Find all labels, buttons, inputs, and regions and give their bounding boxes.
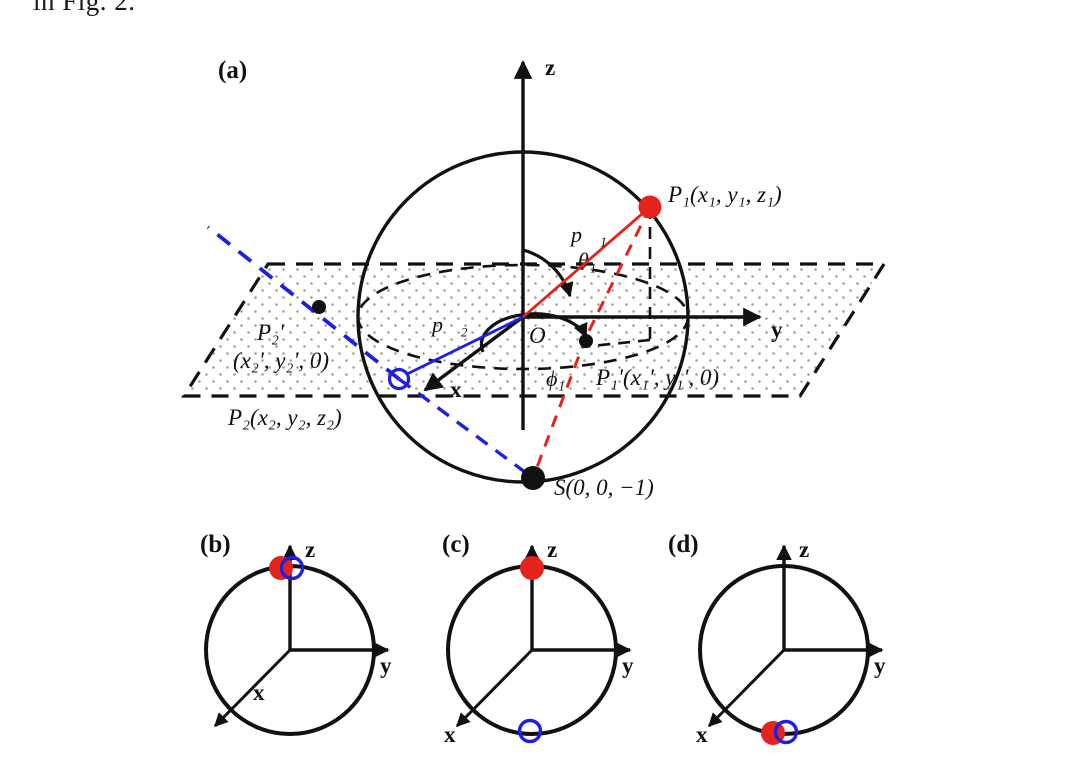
point-P2-projection-label: P₂' — [256, 320, 285, 345]
panel-d-z-label: z — [799, 537, 809, 562]
panel-a-x-axis — [423, 315, 525, 392]
point-P2-label: P₂(x₂, y₂, z₂) — [227, 405, 342, 430]
theta1-arc — [522, 248, 574, 298]
panel-b-label: (b) — [200, 531, 231, 558]
panel-d-x-axis — [707, 648, 786, 728]
panel-c-y-label: y — [622, 653, 634, 678]
panel-c-red-filled-marker — [520, 556, 544, 580]
point-S-marker — [521, 466, 545, 490]
p1-to-projection-ray — [584, 206, 652, 338]
p1-plane-link — [581, 338, 651, 349]
panel-d-label: (d) — [668, 531, 699, 558]
phi1-label: ϕ₁ — [546, 366, 565, 391]
panel-d: (d) z y x — [668, 531, 886, 747]
panel-d-x-label: x — [696, 722, 708, 747]
point-P1-marker — [638, 195, 662, 219]
panel-c: (c) z y x — [442, 531, 634, 747]
panel-b: (b) z y x — [200, 531, 392, 736]
p2-extended-ray — [206, 225, 401, 381]
vector-p2-line — [398, 315, 524, 380]
vector-p1-line — [522, 205, 651, 319]
panel-a: (a) z y x O θ₁ ϕ₁ — [181, 55, 887, 500]
panel-c-label: (c) — [442, 531, 470, 558]
cut-off-caption-line: in Fig. 2. — [33, 0, 136, 16]
panel-d-blue-open-marker[interactable] — [773, 719, 799, 745]
point-P2-projection-marker — [312, 300, 326, 314]
point-P1-projection-label: P₁'(x₁', y₁', 0) — [595, 365, 719, 390]
panel-a-z-label: z — [545, 55, 555, 80]
point-S-label: S(0, 0, −1) — [554, 475, 654, 500]
panel-c-blue-open-marker[interactable] — [517, 718, 543, 744]
panel-b-z-label: z — [305, 537, 315, 562]
panel-b-x-axis — [213, 648, 292, 728]
panel-a-origin-label: O — [529, 323, 546, 348]
point-P1-label: P₁(x₁, y₁, z₁) — [667, 182, 782, 207]
panel-c-x-label: x — [444, 722, 456, 747]
panel-b-y-label: y — [380, 653, 392, 678]
point-P1-projection-marker — [579, 334, 593, 348]
vector-p2-label: p⃗₂ — [430, 312, 468, 337]
vector-p1-label: p⃗₁ — [569, 222, 607, 247]
panel-b-x-label: x — [253, 680, 265, 705]
projection-to-south-ray — [531, 336, 588, 479]
panel-d-y-label: y — [874, 653, 886, 678]
panel-b-blue-open-marker[interactable] — [279, 555, 305, 581]
point-P2-projection-coords: (x₂', y₂', 0) — [233, 348, 329, 373]
panel-a-label: (a) — [218, 57, 247, 84]
panel-a-y-label: y — [771, 317, 783, 342]
p2-to-south-ray — [397, 377, 535, 480]
equatorial-plane-border — [181, 262, 887, 398]
panel-a-x-label: x — [450, 377, 462, 402]
panel-c-z-label: z — [547, 537, 557, 562]
panel-c-x-axis — [455, 648, 534, 728]
